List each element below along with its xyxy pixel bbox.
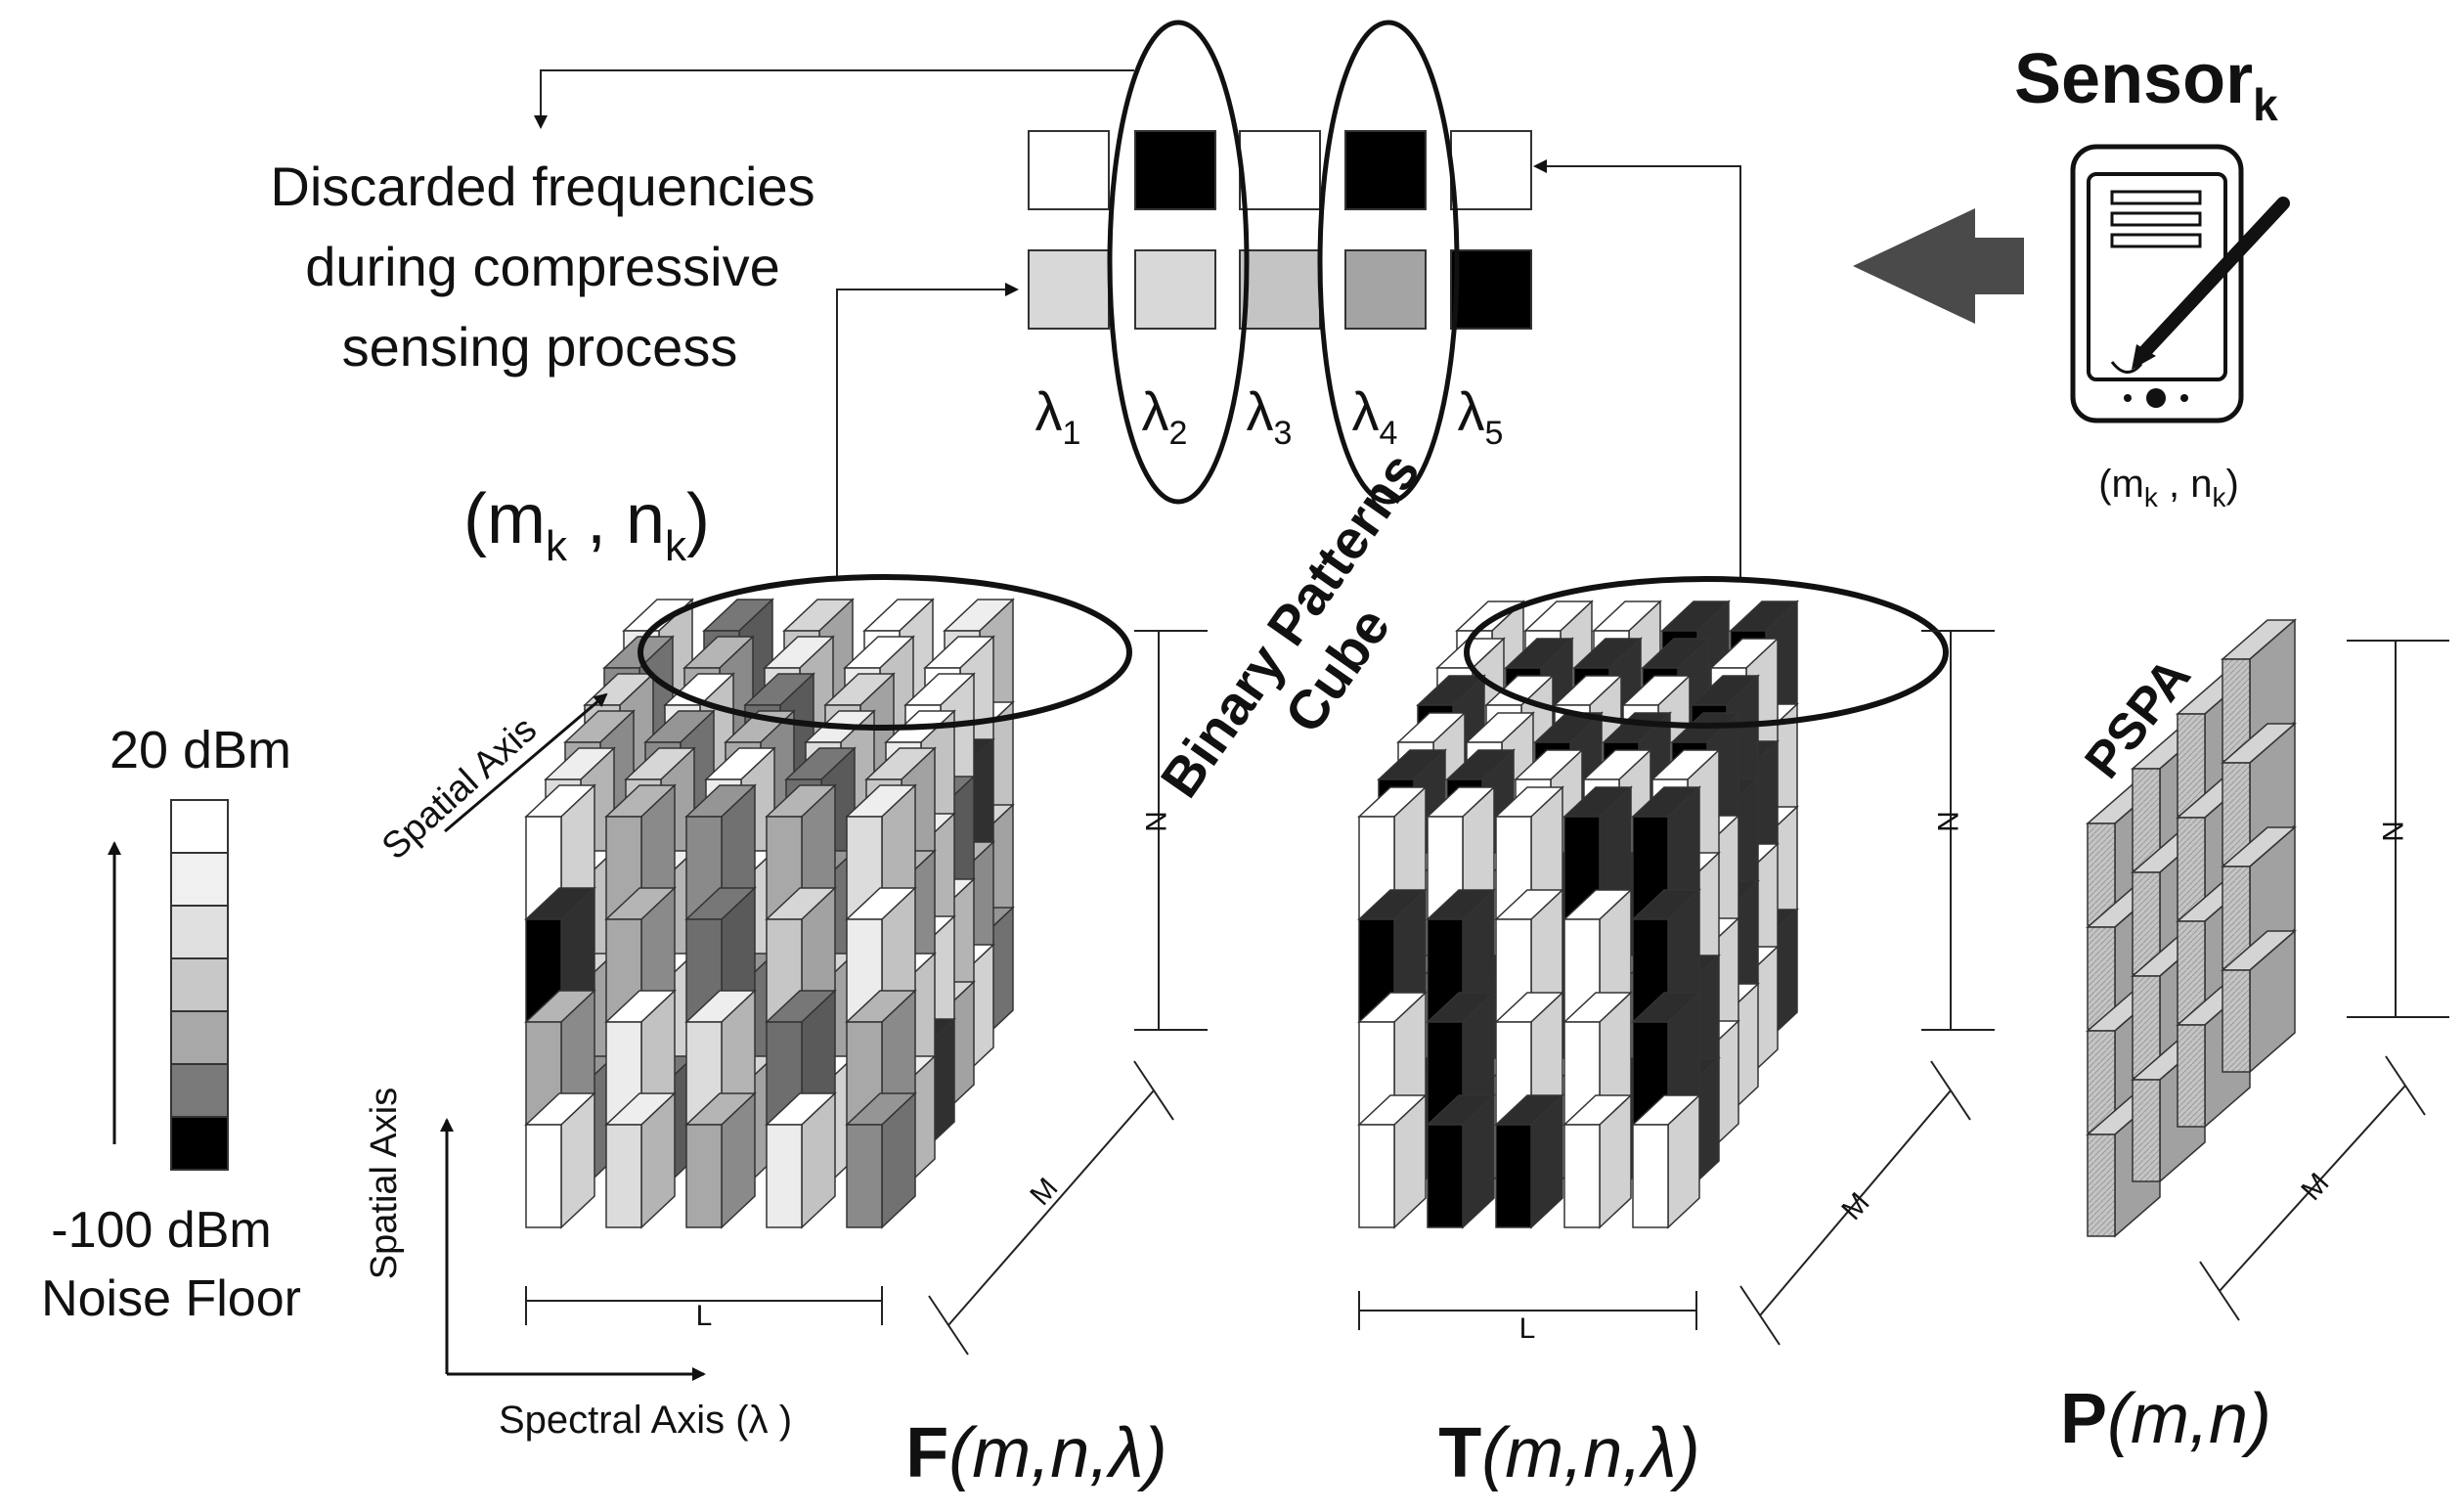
wavelength-label: λ3: [1247, 380, 1293, 452]
cube-cell: [684, 1091, 757, 1229]
binary-cell: [1134, 130, 1216, 210]
wavelength-labels: λ1 λ2 λ3 λ4 λ5: [1035, 380, 1504, 452]
tablet-icon: [2070, 144, 2290, 423]
axis-spatial-vertical: Spatial Axis: [364, 1088, 405, 1279]
spectrum-selection: λ1 λ2 λ3 λ4 λ5: [1028, 20, 1532, 505]
power-cell: [1450, 249, 1532, 330]
cube-f-dim-l: L: [525, 1286, 883, 1332]
discarded-frequencies-note: Discarded frequencies during compressive…: [270, 156, 814, 378]
cube-cell: [524, 1091, 596, 1229]
pspa-formula: P(m,n): [2060, 1380, 2271, 1458]
power-cell: [1344, 249, 1427, 330]
cube-cell: [2220, 722, 2298, 867]
cube-cell: [1426, 1093, 1496, 1229]
cube-cell: [2220, 929, 2298, 1074]
pspa-dim-n: N: [2347, 640, 2449, 1018]
cube-f-dim-n: N: [1134, 630, 1208, 1031]
discarded-line-2: during compressive: [305, 236, 780, 297]
binary-cell: [1028, 130, 1110, 210]
power-cell: [1239, 249, 1321, 330]
cube-cell: [845, 783, 917, 921]
legend-bottom-label: -100 dBm: [51, 1202, 271, 1259]
binary-cell: [1239, 130, 1321, 210]
cube-f-selection-ellipse: [638, 574, 1132, 731]
legend-swatch: [170, 1116, 229, 1171]
svg-text:N: N: [2376, 821, 2408, 842]
cube-t-selection-ellipse: [1464, 576, 1949, 729]
cube-t-dim-m: M: [1739, 1060, 1971, 1346]
cube-cell: [845, 1091, 917, 1229]
discarded-line-3: sensing process: [342, 316, 738, 378]
cube-cell: [765, 783, 837, 921]
legend-swatch: [170, 1010, 229, 1065]
cube-t-dim-l: L: [1358, 1291, 1697, 1345]
svg-text:M: M: [1024, 1172, 1064, 1212]
power-level-row: [1028, 249, 1532, 330]
wavelength-label: λ5: [1458, 380, 1504, 452]
legend-swatch: [170, 799, 229, 854]
cube-cell: [524, 783, 596, 921]
axis-spatial-diagonal: Spatial Axis: [374, 709, 545, 868]
legend-swatch: [170, 852, 229, 907]
sensor-title: Sensork: [2014, 40, 2278, 130]
power-cell: [1134, 249, 1216, 330]
cube-cell: [765, 886, 837, 1024]
connector-discard-arrow: [534, 69, 1134, 129]
discarded-line-1: Discarded frequencies: [270, 156, 814, 217]
cube-cell: [1357, 1093, 1428, 1229]
legend-top-label: 20 dBm: [110, 721, 291, 779]
svg-text:L: L: [1519, 1312, 1536, 1345]
sensor-coordinates: (mk , nk): [2098, 463, 2239, 512]
wavelength-label: λ4: [1352, 380, 1398, 452]
sensor-device: Sensork (mk , nk): [1853, 40, 2290, 512]
discarded-band-ellipse-lambda4: [1317, 20, 1460, 505]
cube-cell: [1631, 1093, 1701, 1229]
power-cell: [1028, 249, 1110, 330]
cube-f-cells: [524, 598, 1015, 1229]
legend-swatch: [170, 957, 229, 1012]
connector-cube-f-to-power-row: [836, 283, 1019, 577]
cube-cell: [604, 1091, 677, 1229]
cube-t: N L M Binary PatternsCube T(m,n,λ): [1149, 441, 1995, 1492]
svg-text:L: L: [696, 1300, 713, 1332]
svg-text:N: N: [1931, 811, 1963, 832]
cube-t-dim-n: N: [1921, 630, 1995, 1031]
sensor-arrow-icon: [1853, 208, 2024, 324]
cube-f: N L M Spatial Axis Spatial Axis Spectral…: [364, 574, 1208, 1492]
cube-t-formula: T(m,n,λ): [1438, 1414, 1699, 1492]
cube-cell: [765, 1091, 837, 1229]
binary-pattern-row: [1028, 130, 1532, 210]
legend-swatch: [170, 1063, 229, 1118]
cube-cell: [1562, 1093, 1633, 1229]
legend-noise-floor-label: Noise Floor: [41, 1270, 301, 1327]
cube-t-cells: [1357, 600, 1799, 1229]
binary-cell: [1344, 130, 1427, 210]
wavelength-label: λ2: [1142, 380, 1188, 452]
power-legend: 20 dBm -100 dBm Noise Floor: [41, 721, 301, 1327]
cube-cell: [1426, 785, 1496, 921]
axis-spectral: Spectral Axis (λ ): [499, 1399, 792, 1442]
cube-cell: [1494, 1093, 1564, 1229]
legend-swatch: [170, 905, 229, 959]
wavelength-label: λ1: [1035, 380, 1081, 452]
cube-f-dim-m: M: [928, 1060, 1174, 1356]
cube-cell: [765, 989, 837, 1127]
sensor-location-label: (mk , nk): [463, 480, 710, 570]
cube-f-formula: F(m,n,λ): [905, 1414, 1166, 1492]
pspa-cells: [2085, 618, 2298, 1238]
discarded-band-ellipse-lambda2: [1107, 20, 1250, 505]
flow-connectors: [534, 69, 1741, 577]
svg-text:N: N: [1139, 811, 1171, 832]
binary-cell: [1450, 130, 1532, 210]
cube-cell: [1357, 991, 1428, 1127]
cube-cell: [1562, 785, 1633, 921]
legend-color-scale: [170, 799, 229, 1171]
pspa-plane: PSPA N M P(m,n): [2060, 618, 2449, 1458]
connector-cube-t-to-binary-row: [1533, 159, 1741, 577]
